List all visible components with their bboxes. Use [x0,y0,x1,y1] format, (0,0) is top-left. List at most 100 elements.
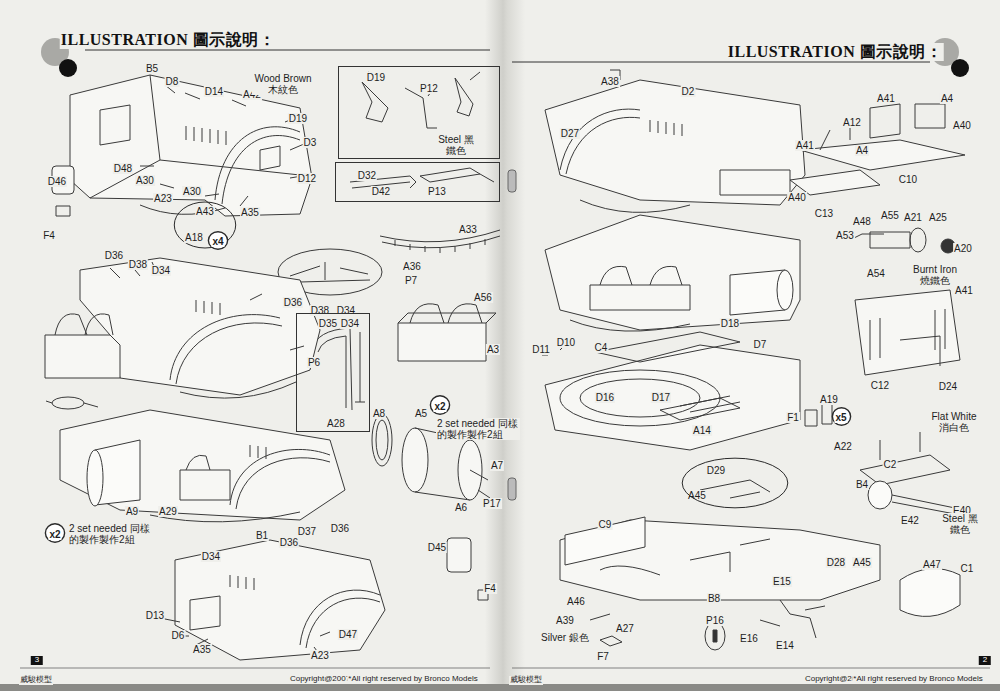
part-number: D34 [201,551,221,562]
text-anchor: A28 [326,413,346,431]
part-number: D36 [279,537,299,548]
part-number: D13 [145,610,165,621]
part-number: D42 [371,186,391,197]
inset-box: D32D42P13 [335,162,500,202]
label-anchor: F1 [786,407,800,425]
label-anchor: D36 [104,245,124,263]
label-anchor: A55 [880,205,900,223]
label-anchor: Burnt Iron 燒鐵色 [910,264,960,286]
page-title: ILLUSTRATION 圖示說明： [60,31,277,49]
label-anchor: A3 [486,339,500,357]
part-number: D11 [531,344,551,355]
callout-ellipse: D29 [680,456,790,510]
label-anchor: P7 [404,270,418,288]
quantity-badge: x2 [430,395,450,415]
part-number: D10 [556,337,576,348]
rule [512,668,990,669]
part-number: A8 [372,408,386,419]
part-number: D34 [340,318,360,329]
label-anchor: D3 [303,132,318,150]
label-anchor: A20 [953,238,973,256]
part-number: A25 [928,212,948,223]
part-number: A39 [555,615,575,626]
quantity-badge: x5 [832,407,851,426]
part-number: A40 [787,192,807,203]
label-anchor: A8 [372,403,386,421]
part-number: C9 [598,519,613,530]
label-anchor: D8 [165,71,180,89]
label-anchor: D45 [427,537,447,555]
text-anchor: D29 [706,460,726,478]
part-number: D18 [720,318,740,329]
part-number: D45 [427,542,447,553]
part-number: A23 [310,650,330,661]
label-anchor: B5 [145,58,159,76]
part-number: A43 [195,206,215,217]
label-anchor: C13 [814,203,834,221]
label-anchor: D48 [113,158,133,176]
part-number: D24 [938,381,958,392]
label-anchor: C12 [870,375,890,393]
label-anchor: D11 [531,339,551,357]
part-number: C1 [960,563,975,574]
label-anchor: A21 [903,207,923,225]
paint-note: Silver 銀色 [540,632,590,643]
part-number: A23 [153,193,173,204]
part-number: P12 [419,83,439,94]
text-anchor: D19 [366,67,386,85]
part-number: D35 [318,318,338,329]
label-anchor: A23 [153,188,173,206]
text-anchor: D42 [371,181,391,199]
part-number: A5 [414,408,428,419]
part-number: A35 [240,207,260,218]
label-anchor: D19 [288,108,308,126]
part-number: D16 [595,392,615,403]
part-number: F4 [483,583,497,594]
part-number: D47 [338,629,358,640]
label-anchor: A29 [158,501,178,519]
paint-note: Wood Brown 木紋色 [252,73,314,95]
part-number: A6 [454,502,468,513]
label-anchor: D37 [297,521,317,539]
part-number: D6 [171,630,186,641]
label-anchor: B8 [707,588,721,606]
label-anchor: C1 [960,558,975,576]
part-number: A41 [876,93,896,104]
part-number: A41 [954,285,974,296]
part-number: P13 [427,186,447,197]
label-anchor: A54 [866,263,886,281]
label-anchor: A38 [600,71,620,89]
label-anchor: A48 [852,211,872,229]
label-anchor: P17 [482,493,502,511]
label-anchor: 威駿模型 [509,668,543,686]
part-number: D29 [706,465,726,476]
label-anchor: A30 [135,170,155,188]
part-number: A45 [687,490,707,501]
part-number: C10 [898,174,918,185]
part-number: D17 [651,392,671,403]
label-anchor: A40 [952,115,972,133]
part-number: B1 [255,530,269,541]
part-number: A38 [600,76,620,87]
label-anchor: P16 [705,610,725,628]
part-number: B5 [145,63,159,74]
binder-hole [951,59,969,77]
label-anchor: E42 [900,510,920,528]
label-anchor: Steel 黑鐵色 [940,513,980,535]
label-anchor: A36 [402,256,422,274]
part-number: D19 [366,72,386,83]
part-number: D12 [297,173,317,184]
label-anchor: 威駿模型 [19,668,53,686]
label-anchor: F4 [42,225,56,243]
label-anchor: *All right reserved by Bronco Models [347,667,478,685]
quantity-mark: x2 [433,401,446,412]
label-anchor: D14 [204,81,224,99]
part-number: A4 [855,145,869,156]
part-number: D3 [303,137,318,148]
outline [430,396,449,414]
rule [512,62,930,63]
text-anchor: P13 [427,181,447,199]
callout-ellipse-outline [680,456,790,510]
label-anchor: B1 [255,525,269,543]
